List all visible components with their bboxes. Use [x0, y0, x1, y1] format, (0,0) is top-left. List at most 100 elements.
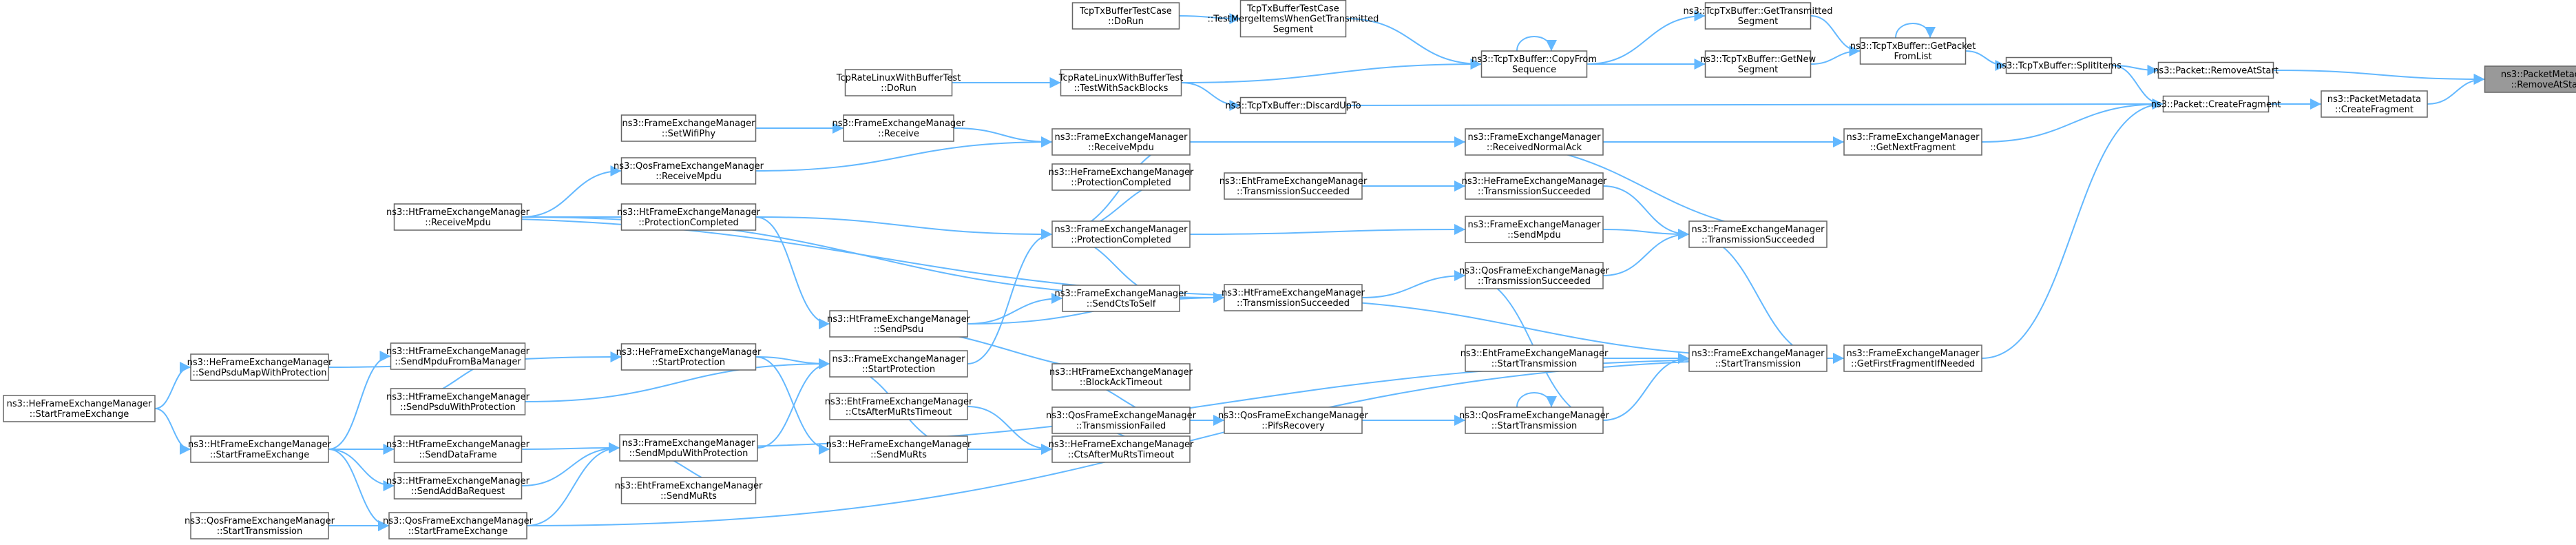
graph-node-qos-starttransmission2[interactable]: ns3::QosFrameExchangeManager::StartTrans…: [185, 512, 335, 539]
graph-node-pkt-remove[interactable]: ns3::Packet::RemoveAtStart: [2153, 61, 2279, 79]
graph-node-getnextfrag[interactable]: ns3::FrameExchangeManager::GetNextFragme…: [1843, 128, 1982, 156]
edge-ht-startfe-to-ht-sendmpdufromba: [328, 351, 391, 450]
graph-node-he-txsucc[interactable]: ns3::HeFrameExchangeManager::Transmissio…: [1462, 172, 1607, 200]
node-box: [2321, 90, 2428, 118]
graph-node-he-ctsmu[interactable]: ns3::HeFrameExchangeManager::CtsAfterMuR…: [1049, 435, 1194, 463]
graph-node-qos-recvmpdu[interactable]: ns3::QosFrameExchangeManager::ReceiveMpd…: [614, 157, 764, 185]
graph-node-testsack[interactable]: TcpRateLinuxWithBufferTest::TestWithSack…: [1058, 69, 1184, 96]
graph-node-ht-sendaddba[interactable]: ns3::HtFrameExchangeManager::SendAddBaRe…: [386, 472, 530, 500]
edge-ht-sendaddba-to-sendmpduwithprot: [521, 442, 620, 486]
graph-node-pifs[interactable]: ns3::QosFrameExchangeManager::PifsRecove…: [1218, 407, 1369, 434]
graph-node-qos-startfe[interactable]: ns3::QosFrameExchangeManager::StartFrame…: [383, 512, 534, 539]
edge-ht-startfe-to-ht-sendaddba: [328, 449, 395, 491]
graph-node-fem-txsucc[interactable]: ns3::FrameExchangeManager::TransmissionS…: [1688, 220, 1828, 248]
graph-node-root[interactable]: ns3::PacketMetadata::RemoveAtStart: [2484, 65, 2576, 93]
node-box: [620, 157, 757, 185]
graph-node-ratetest-dorun[interactable]: TcpRateLinuxWithBufferTest::DoRun: [836, 69, 961, 96]
node-box: [1480, 50, 1588, 78]
node-label: ns3::FrameExchangeManager: [1054, 289, 1188, 299]
edge-ht-txsucc-to-ht-recvmpdu: [394, 212, 1363, 298]
graph-node-eht-starttx[interactable]: ns3::EhtFrameExchangeManager::StartTrans…: [1460, 345, 1609, 372]
graph-node-fem-startprot[interactable]: ns3::FrameExchangeManager::StartProtecti…: [829, 350, 968, 378]
graph-node-ht-senddata[interactable]: ns3::HtFrameExchangeManager::SendDataFra…: [386, 435, 530, 463]
graph-node-sendmpduwithprot[interactable]: ns3::FrameExchangeManager::SendMpduWithP…: [619, 434, 758, 462]
node-box: [829, 310, 968, 338]
node-label: ns3::FrameExchangeManager: [832, 354, 965, 364]
graph-node-he-sendmurts[interactable]: ns3::HeFrameExchangeManager::SendMuRts: [826, 435, 972, 463]
edge-qos-recvmpdu-to-fem-recvmpdu: [755, 136, 1053, 172]
node-box: [3, 395, 156, 422]
graph-node-fem-recvmpdu[interactable]: ns3::FrameExchangeManager::ReceiveMpdu: [1051, 128, 1191, 156]
edge-getnextfrag-to-pkt-create: [1981, 99, 2164, 143]
graph-node-split[interactable]: ns3::TcpTxBuffer::SplitItems: [1996, 56, 2122, 74]
node-label: ns3::HtFrameExchangeManager: [386, 476, 530, 486]
graph-node-ht-protcomp[interactable]: ns3::HtFrameExchangeManager::ProtectionC…: [617, 203, 761, 231]
node-label: ns3::HeFrameExchangeManager: [7, 399, 152, 409]
edge-copyfrom-to-gettx: [1587, 10, 1706, 65]
edge-fem-protcomp-to-sendmpdu: [1189, 224, 1466, 236]
graph-node-discard[interactable]: ns3::TcpTxBuffer::DiscardUpTo: [1225, 96, 1361, 114]
graph-node-he-startprot[interactable]: ns3::HeFrameExchangeManager::StartProtec…: [616, 343, 762, 371]
node-label: TcpRateLinuxWithBufferTest: [1058, 73, 1184, 83]
edge-he-startprot-to-he-sendmurts: [755, 356, 830, 455]
graph-node-he-protcomp[interactable]: ns3::HeFrameExchangeManager::ProtectionC…: [1049, 163, 1194, 191]
node-label: Segment: [1738, 17, 1779, 27]
graph-node-sendmpdu[interactable]: ns3::FrameExchangeManager::SendMpdu: [1465, 216, 1604, 243]
graph-node-fem-protcomp[interactable]: ns3::FrameExchangeManager::ProtectionCom…: [1051, 220, 1191, 248]
edge-eht-ctsmu-to-he-ctsmu: [967, 406, 1053, 455]
node-label: ns3::EhtFrameExchangeManager: [825, 397, 973, 407]
graph-node-eht-ctsmu[interactable]: ns3::EhtFrameExchangeManager::CtsAfterMu…: [825, 393, 973, 420]
graph-node-ht-sendmpdufromba[interactable]: ns3::HtFrameExchangeManager::SendMpduFro…: [386, 342, 530, 370]
node-label: ns3::HtFrameExchangeManager: [386, 207, 530, 218]
graph-node-he-sendpsdumap[interactable]: ns3::HeFrameExchangeManager::SendPsduMap…: [187, 353, 333, 381]
graph-node-recvnormalack[interactable]: ns3::FrameExchangeManager::ReceivedNorma…: [1465, 128, 1604, 156]
edge-pkt-remove-to-root: [2273, 70, 2485, 85]
node-label: ::TransmissionSucceeded: [1237, 298, 1350, 309]
graph-node-setwifiphy[interactable]: ns3::FrameExchangeManager::SetWifiPhy: [620, 114, 757, 142]
node-label: ::SendPsduWithProtection: [400, 402, 516, 413]
graph-node-qos-txsucc[interactable]: ns3::QosFrameExchangeManager::Transmissi…: [1459, 262, 1610, 289]
edge-qos-starttx-to-qos-starttx: [1516, 392, 1557, 408]
node-box: [1688, 345, 1828, 372]
edge-he-txsucc-to-fem-txsucc: [1602, 185, 1690, 240]
node-label: ns3::HeFrameExchangeManager: [187, 358, 333, 368]
graph-node-txtest-dorun[interactable]: TcpTxBufferTestCase::DoRun: [1071, 2, 1180, 30]
node-label: ::StartFrameExchange: [210, 450, 310, 460]
graph-node-testmerge[interactable]: TcpTxBufferTestCase::TestMergeItemsWhenG…: [1208, 0, 1379, 38]
node-label: TcpTxBufferTestCase: [1079, 6, 1172, 17]
graph-node-qos-starttx[interactable]: ns3::QosFrameExchangeManager::StartTrans…: [1459, 407, 1610, 434]
node-label: ::TransmissionSucceeded: [1478, 187, 1591, 197]
node-box: [1859, 37, 1967, 65]
graph-node-eht-txsucc[interactable]: ns3::EhtFrameExchangeManager::Transmissi…: [1219, 172, 1368, 200]
graph-node-sendcts[interactable]: ns3::FrameExchangeManager::SendCtsToSelf: [1054, 285, 1188, 312]
graph-node-txfailed[interactable]: ns3::QosFrameExchangeManager::Transmissi…: [1046, 407, 1197, 434]
node-box: [1224, 407, 1363, 434]
graph-node-he-startfe[interactable]: ns3::HeFrameExchangeManager::StartFrameE…: [3, 395, 156, 422]
graph-node-eht-sendmurts[interactable]: ns3::EhtFrameExchangeManager::SendMuRts: [615, 477, 763, 504]
graph-node-getfirstfrag[interactable]: ns3::FrameExchangeManager::GetFirstFragm…: [1843, 345, 1982, 372]
graph-node-fem-starttx[interactable]: ns3::FrameExchangeManager::StartTransmis…: [1688, 345, 1828, 372]
graph-node-fem-receive[interactable]: ns3::FrameExchangeManager::Receive: [832, 114, 965, 142]
graph-node-ht-sendpsduwithprot[interactable]: ns3::HtFrameExchangeManager::SendPsduWit…: [386, 388, 530, 415]
node-label: ns3::QosFrameExchangeManager: [1046, 411, 1197, 421]
node-label: ::StartTransmission: [1491, 421, 1578, 431]
graph-node-ht-recvmpdu[interactable]: ns3::HtFrameExchangeManager::ReceiveMpdu: [386, 203, 530, 231]
node-label: ns3::FrameExchangeManager: [1691, 349, 1825, 359]
graph-node-ht-txsucc[interactable]: ns3::HtFrameExchangeManager::Transmissio…: [1222, 284, 1365, 311]
graph-node-blockack[interactable]: ns3::HtFrameExchangeManager::BlockAckTim…: [1049, 363, 1193, 391]
node-box: [190, 435, 329, 463]
edge-copyfrom-to-copyfrom: [1516, 36, 1557, 52]
node-label: ::SendMuRts: [660, 491, 717, 502]
graph-node-ht-sendpsdu[interactable]: ns3::HtFrameExchangeManager::SendPsdu: [827, 310, 971, 338]
node-label: ::StartTransmission: [1715, 359, 1801, 369]
node-label: ::ReceiveMpdu: [1088, 143, 1154, 153]
graph-node-ht-startfe[interactable]: ns3::HtFrameExchangeManager::StartFrameE…: [188, 435, 332, 463]
node-label: ns3::PacketMetadata: [2501, 70, 2576, 80]
graph-node-pm-create[interactable]: ns3::PacketMetadata::CreateFragment: [2321, 90, 2428, 118]
graph-node-pkt-create[interactable]: ns3::Packet::CreateFragment: [2151, 95, 2281, 113]
